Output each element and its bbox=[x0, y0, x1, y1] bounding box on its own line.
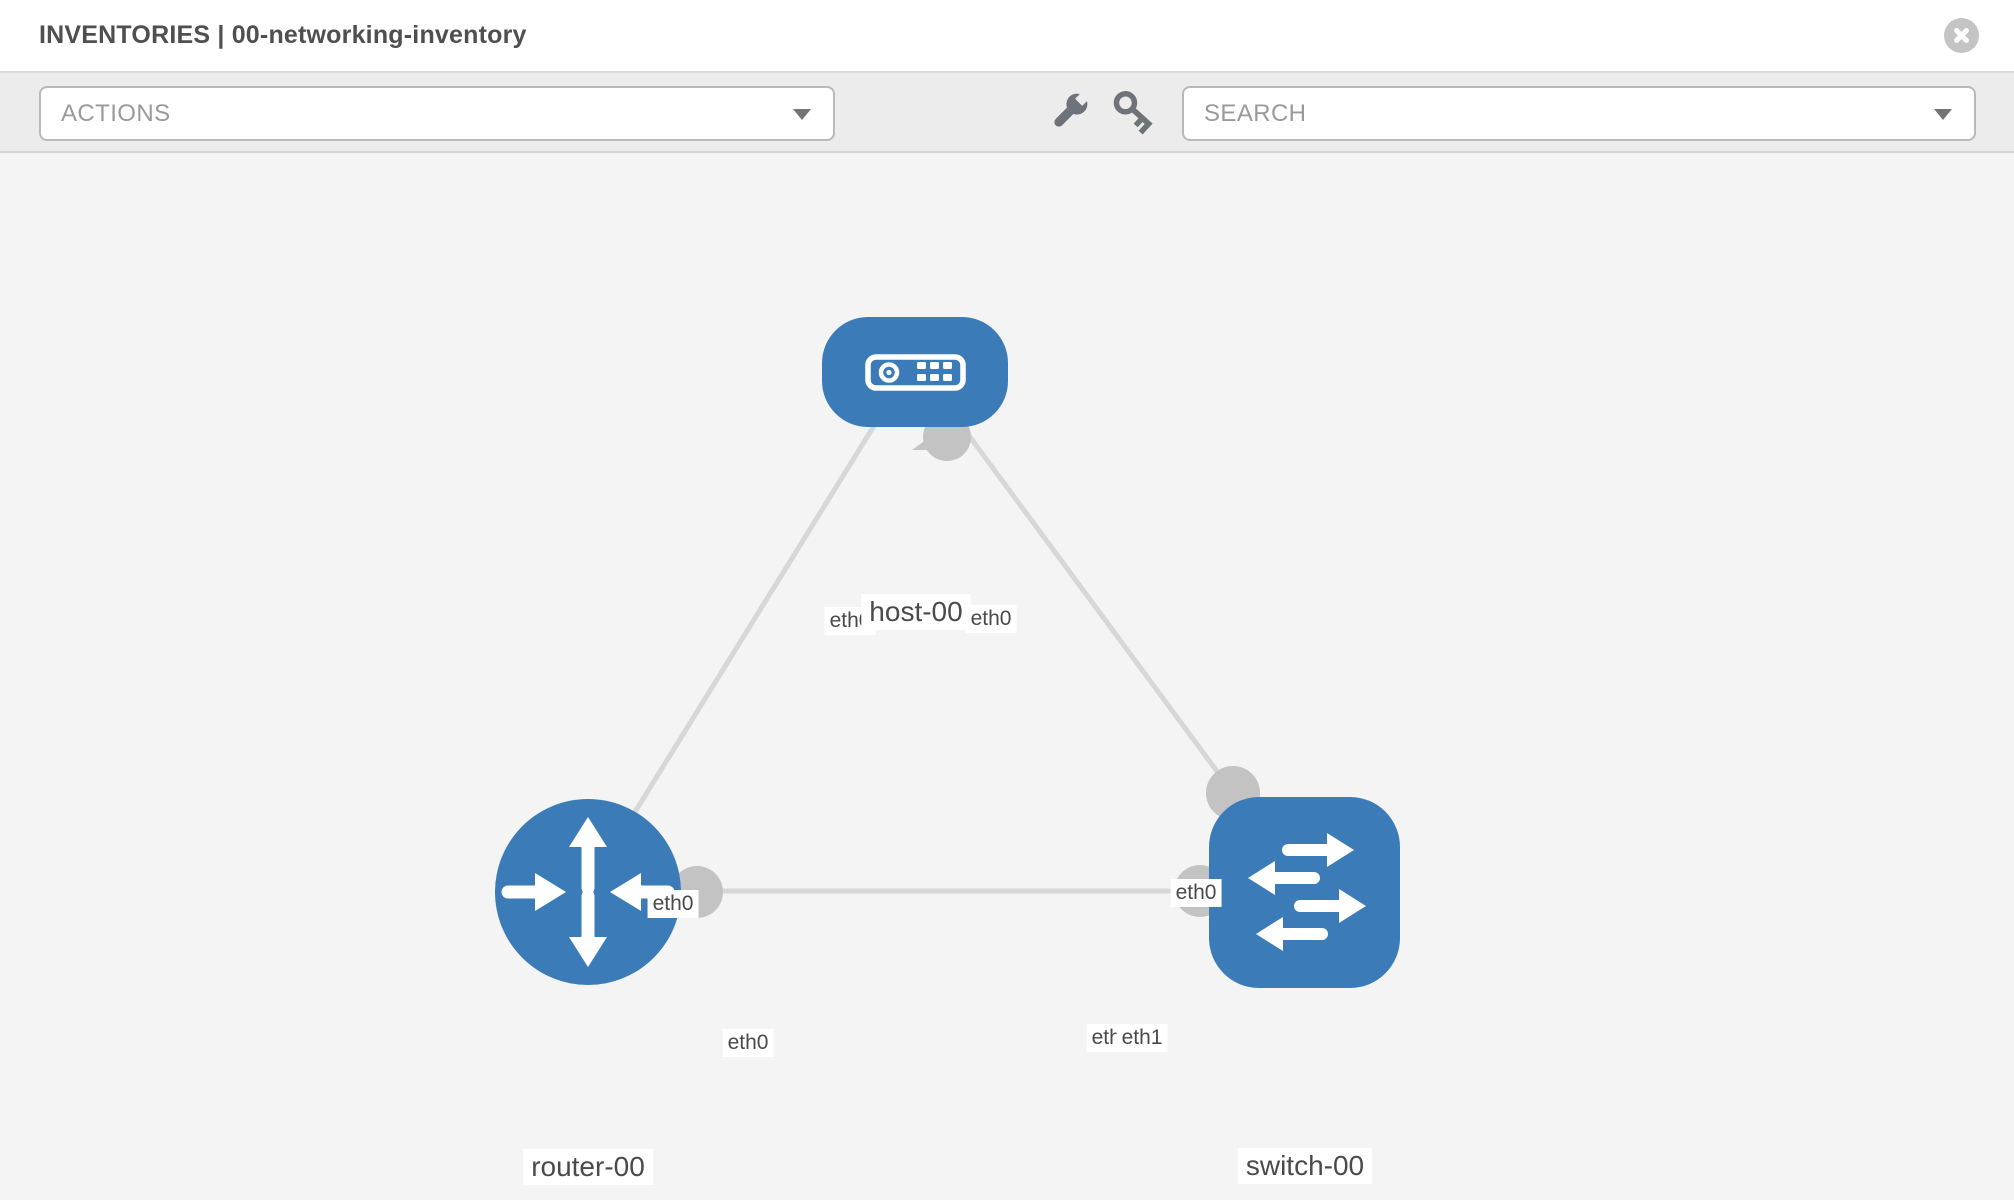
toolbar: ACTIONS SEARCH bbox=[0, 71, 2014, 153]
chevron-down-icon bbox=[793, 109, 811, 120]
node-host-00[interactable] bbox=[822, 317, 1008, 427]
node-switch-00[interactable] bbox=[1209, 797, 1400, 988]
node-label-router: router-00 bbox=[523, 1149, 653, 1185]
node-router-00[interactable] bbox=[495, 799, 681, 985]
link-host-switch[interactable] bbox=[947, 408, 1236, 795]
interface-label: eth0 bbox=[965, 605, 1017, 633]
switch-arrows-icon bbox=[1248, 833, 1366, 951]
interface-label: eth1 bbox=[1116, 1024, 1168, 1052]
search-dropdown-label: SEARCH bbox=[1204, 100, 1307, 127]
interface-label: eth0 bbox=[722, 1029, 774, 1057]
link-host-router[interactable] bbox=[627, 398, 893, 822]
key-icon[interactable] bbox=[1108, 87, 1164, 143]
actions-dropdown-label: ACTIONS bbox=[61, 100, 171, 127]
search-dropdown[interactable]: SEARCH bbox=[1182, 86, 1976, 141]
page-header: INVENTORIES | 00-networking-inventory bbox=[0, 0, 2014, 71]
page-title: INVENTORIES | 00-networking-inventory bbox=[39, 21, 527, 49]
chevron-down-icon bbox=[1934, 109, 1952, 120]
actions-dropdown[interactable]: ACTIONS bbox=[39, 86, 835, 141]
topology-svg bbox=[495, 317, 1400, 988]
node-label-host: host-00 bbox=[861, 594, 971, 630]
node-label-switch: switch-00 bbox=[1237, 1148, 1373, 1184]
wrench-icon[interactable] bbox=[1039, 86, 1095, 142]
interface-label: eth0 bbox=[1170, 879, 1222, 907]
topology-canvas[interactable]: eth0 eth0 eth0 eth0 eth0 eth0 eth1 host-… bbox=[0, 153, 2014, 1200]
close-button[interactable] bbox=[1944, 18, 1979, 53]
interface-label: eth0 bbox=[647, 890, 699, 918]
server-icon bbox=[865, 354, 966, 391]
